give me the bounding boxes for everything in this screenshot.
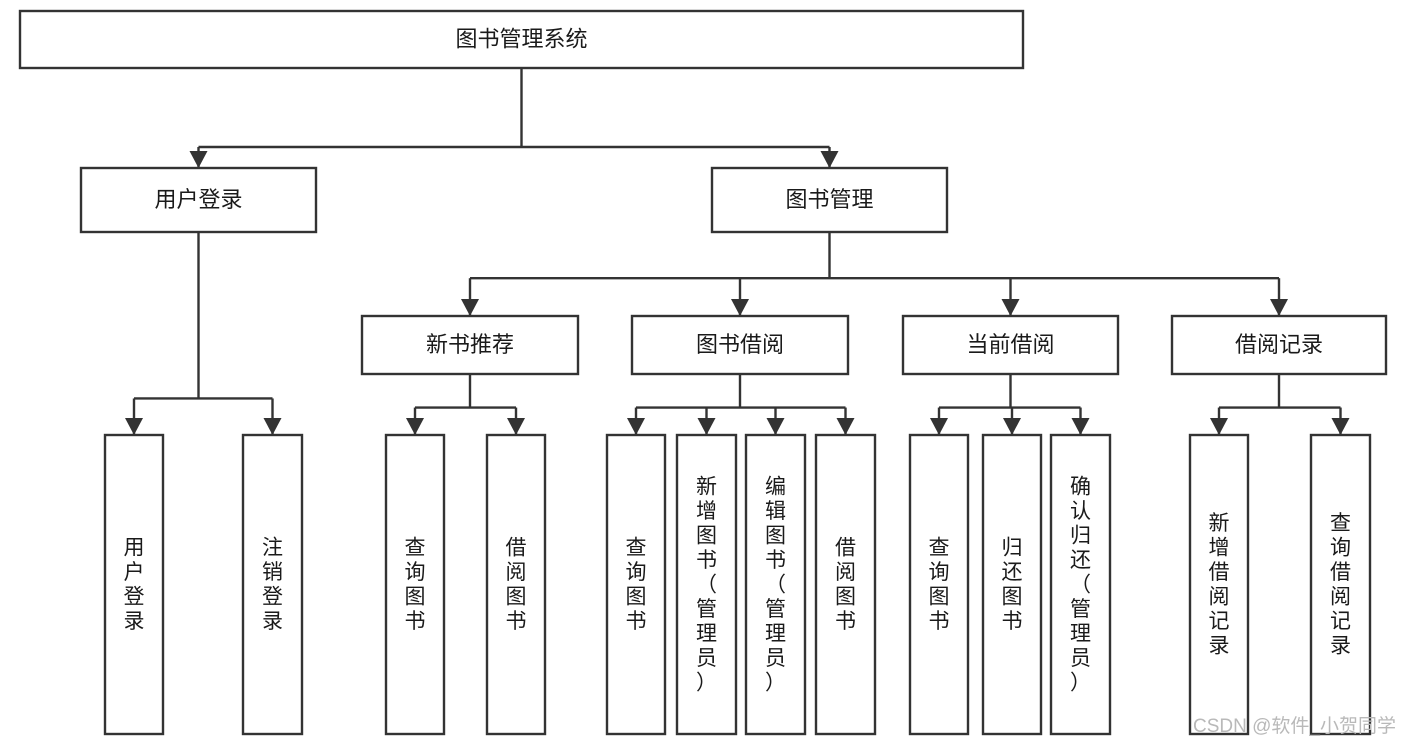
arrow-head-icon: [461, 299, 479, 316]
arrow-head-icon: [1003, 418, 1021, 435]
node-box-new-book-rec[interactable]: [360, 314, 580, 376]
node-label-new-book-rec: 新书推荐: [426, 332, 514, 357]
arrow-head-icon: [1270, 299, 1288, 316]
node-label-user-login: 用户登录: [154, 187, 242, 212]
arrow-head-icon: [627, 418, 645, 435]
node-box-root[interactable]: [18, 9, 1025, 70]
labels-layer: 图书管理系统用户登录图书管理新书推荐图书借阅当前借阅借阅记录用户登录注销登录查询…: [124, 26, 1352, 694]
arrow-head-icon: [263, 418, 282, 435]
node-box-leaf-return-book[interactable]: [981, 433, 1043, 736]
node-label-leaf-user-login: 用户登录: [124, 537, 145, 634]
node-label-leaf-add-borrow-record: 新增借阅记录: [1209, 512, 1230, 658]
node-label-leaf-confirm-return: 确认归还（管理员）: [1070, 475, 1091, 694]
node-label-leaf-return-book: 归还图书: [1002, 537, 1023, 634]
arrow-head-icon: [1071, 418, 1090, 435]
arrow-head-icon: [1331, 418, 1350, 435]
node-label-root: 图书管理系统: [455, 26, 587, 51]
node-box-user-login[interactable]: [79, 166, 318, 234]
arrow-head-icon: [731, 299, 749, 316]
node-label-leaf-borrow-book: 借阅图书: [835, 537, 856, 634]
node-label-leaf-query-book-current: 查询图书: [929, 537, 950, 634]
arrow-head-icon: [766, 418, 785, 435]
arrow-head-icon: [189, 151, 208, 168]
node-box-leaf-user-logout[interactable]: [241, 433, 304, 736]
node-label-leaf-add-book: 新增图书（管理员）: [696, 475, 717, 694]
node-label-leaf-query-book-borrow: 查询图书: [626, 537, 647, 634]
node-box-leaf-borrow-book[interactable]: [814, 433, 877, 736]
node-label-book-manage: 图书管理: [785, 187, 873, 212]
node-label-borrow-record: 借阅记录: [1235, 332, 1323, 357]
node-box-leaf-query-book-borrow[interactable]: [605, 433, 667, 736]
arrow-head-icon: [836, 418, 855, 435]
node-label-leaf-borrow-book-rec: 借阅图书: [506, 537, 527, 634]
arrow-head-icon: [820, 151, 839, 168]
arrow-head-icon: [1210, 418, 1228, 435]
node-label-leaf-edit-book: 编辑图书（管理员）: [765, 475, 786, 694]
node-box-book-borrow[interactable]: [630, 314, 850, 376]
node-box-borrow-record[interactable]: [1170, 314, 1388, 376]
arrow-head-icon: [507, 418, 525, 435]
arrow-head-icon: [1001, 299, 1020, 316]
node-box-leaf-query-book-rec[interactable]: [384, 433, 446, 736]
node-label-leaf-query-borrow-record: 查询借阅记录: [1330, 512, 1351, 658]
arrow-head-icon: [697, 418, 716, 435]
connectors-layer: [125, 68, 1350, 435]
node-box-leaf-query-book-current[interactable]: [908, 433, 970, 736]
node-box-leaf-add-book[interactable]: [675, 433, 738, 736]
arrow-head-icon: [125, 418, 143, 435]
node-label-leaf-user-logout: 注销登录: [262, 537, 283, 634]
node-box-book-manage[interactable]: [710, 166, 949, 234]
node-box-leaf-edit-book[interactable]: [744, 433, 807, 736]
boxes-layer: [18, 9, 1388, 736]
node-box-leaf-confirm-return[interactable]: [1049, 433, 1112, 736]
node-label-current-borrow: 当前借阅: [966, 332, 1054, 357]
arrow-head-icon: [930, 418, 948, 435]
node-box-leaf-query-borrow-record[interactable]: [1309, 433, 1372, 736]
node-box-current-borrow[interactable]: [901, 314, 1120, 376]
node-box-leaf-user-login[interactable]: [103, 433, 165, 736]
node-label-book-borrow: 图书借阅: [696, 332, 784, 357]
node-label-leaf-query-book-rec: 查询图书: [405, 537, 426, 634]
csdn-watermark: CSDN @软件_小贺同学: [1193, 715, 1396, 737]
node-box-leaf-borrow-book-rec[interactable]: [485, 433, 547, 736]
node-box-leaf-add-borrow-record[interactable]: [1188, 433, 1250, 736]
arrow-head-icon: [406, 418, 424, 435]
